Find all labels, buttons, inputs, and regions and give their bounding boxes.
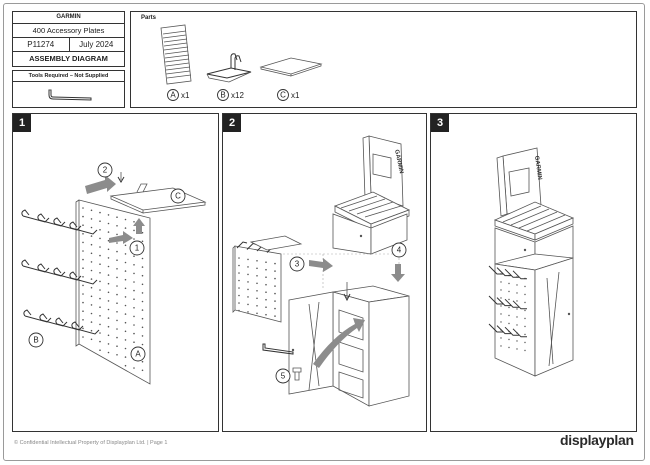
- step-4-arrow: [391, 264, 405, 282]
- step-callout-4: 4: [397, 246, 402, 255]
- step-3-arrow: [309, 258, 333, 272]
- parts-title: Parts: [141, 15, 157, 21]
- doc-type: ASSEMBLY DIAGRAM: [29, 54, 108, 63]
- allen-key-icon: [48, 89, 92, 101]
- panel-number-1: 1: [13, 114, 31, 132]
- part-qty-b: x12: [231, 91, 244, 100]
- step-callout-3: 3: [295, 260, 300, 269]
- step-panel-3: 3 GARMIN: [430, 113, 637, 432]
- part-qty-c: x1: [291, 91, 300, 100]
- step-panel-1: 1 2 1 C B A: [12, 113, 219, 432]
- part-callout-a: A: [135, 350, 141, 359]
- final-peg-hooks: [488, 265, 527, 338]
- step-callout-5: 5: [281, 372, 286, 381]
- doc-date: July 2024: [79, 40, 114, 49]
- part-callout-b: B: [33, 336, 38, 345]
- part-label-a: A x1: [167, 89, 190, 101]
- top-plate-icon: [259, 57, 323, 77]
- part-letter-a: A: [170, 91, 176, 100]
- product-name: 400 Accessory Plates: [32, 26, 105, 35]
- panel-number-2: 2: [223, 114, 241, 132]
- panel-number-3: 3: [431, 114, 449, 132]
- step-1-arrow-up: [133, 218, 145, 234]
- tools-title: Tools Required – Not Supplied: [28, 73, 109, 79]
- tools-block: Tools Required – Not Supplied: [12, 70, 125, 108]
- pegboard-holes: [82, 207, 144, 372]
- parts-artwork: [160, 24, 323, 85]
- part-letter-c: C: [280, 91, 286, 100]
- part-qty-a: x1: [181, 91, 190, 100]
- part-label-c: C x1: [277, 89, 300, 101]
- part-number: P11274: [27, 40, 55, 49]
- parts-block: Parts A: [130, 11, 637, 108]
- part-letter-b: B: [220, 91, 225, 100]
- step-callout-2: 2: [103, 166, 108, 175]
- panel-1-artwork: 2 1 C B A: [21, 162, 207, 385]
- pegboard-panel-icon: [160, 24, 192, 85]
- panel-2-artwork: GARMIN: [232, 135, 411, 407]
- header-brand-text: GARMIN: [393, 149, 404, 174]
- peg-hook-icon: [206, 53, 252, 83]
- panel-3-artwork: GARMIN: [488, 147, 575, 377]
- part-label-b: B x12: [217, 89, 244, 101]
- part-callout-c: C: [175, 192, 181, 201]
- step-callout-1: 1: [135, 244, 140, 253]
- displayplan-logo: displayplan: [560, 432, 634, 448]
- final-brand-text: GARMIN: [533, 155, 542, 180]
- copyright-footer: © Confidential Intellectual Property of …: [14, 440, 168, 446]
- step-5-arrow: [313, 318, 365, 368]
- peg-hooks-group: [21, 209, 100, 335]
- step-2-arrow: [85, 175, 116, 194]
- step-panel-2: 2 GARMIN: [222, 113, 427, 432]
- step-1-arrow-right: [109, 231, 133, 244]
- brand-name: GARMIN: [56, 14, 81, 20]
- title-block: GARMIN 400 Accessory Plates P11274 July …: [12, 11, 125, 67]
